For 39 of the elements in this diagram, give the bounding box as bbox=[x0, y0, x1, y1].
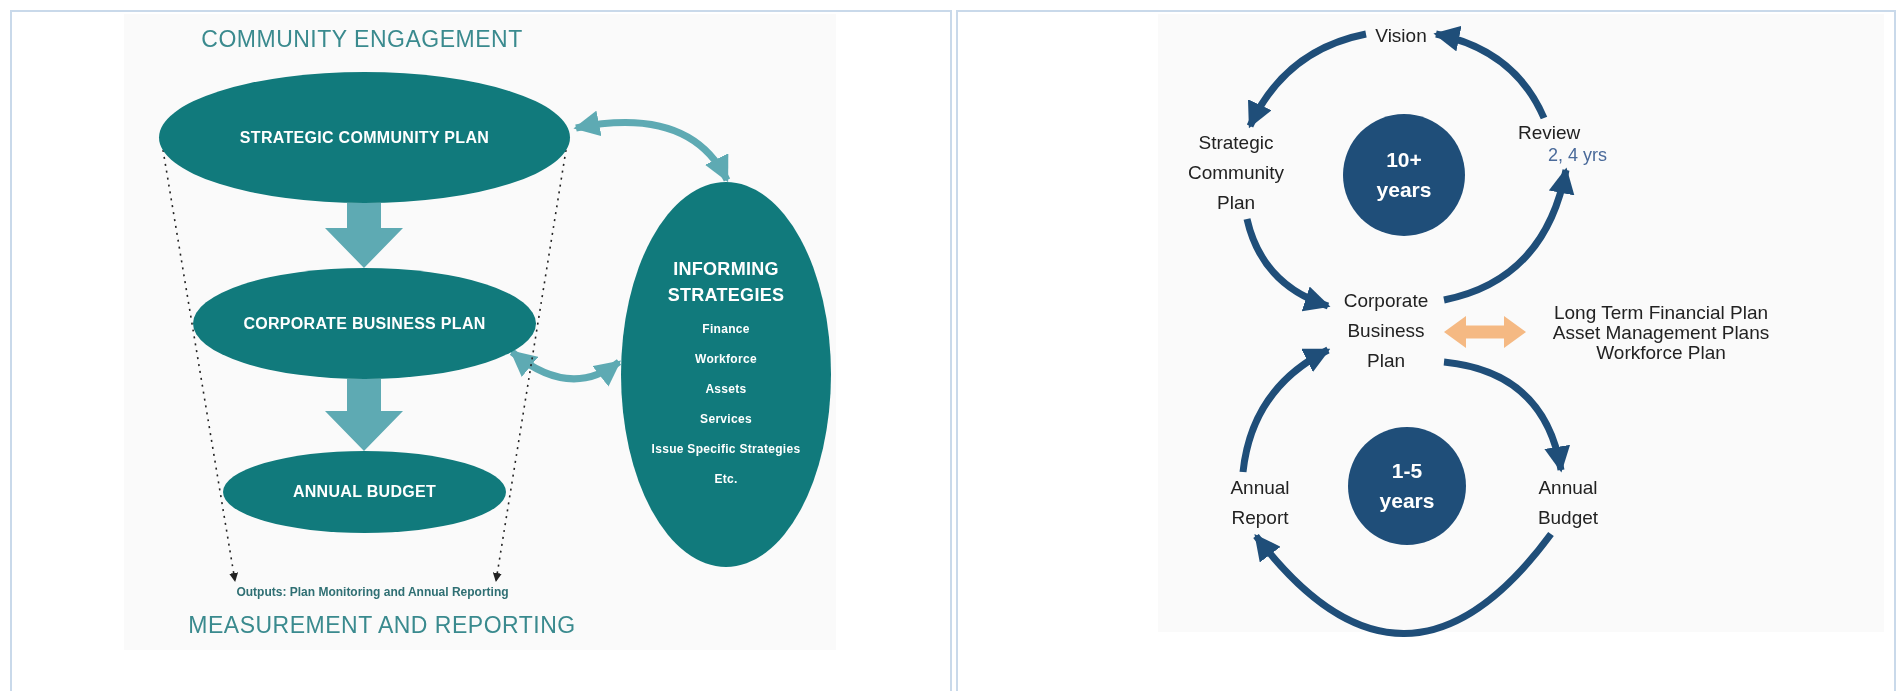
strategy-item: Etc. bbox=[714, 470, 738, 488]
curved-arrow bbox=[509, 349, 622, 387]
block-arrow bbox=[325, 379, 403, 451]
ellipse-label: CORPORATE BUSINESS PLAN bbox=[243, 313, 486, 334]
curved-arrow bbox=[1443, 358, 1569, 473]
review-interval: 2, 4 yrs bbox=[1547, 144, 1608, 166]
cycle-step-label: Annual Budget bbox=[1536, 476, 1600, 530]
curved-arrow bbox=[1253, 531, 1554, 637]
curved-arrow bbox=[1246, 30, 1367, 129]
block-arrow bbox=[1444, 316, 1526, 348]
strategy-item: Workforce bbox=[695, 350, 757, 368]
ellipse-label: STRATEGIC COMMUNITY PLAN bbox=[239, 127, 490, 148]
curved-arrow bbox=[1243, 218, 1331, 311]
cycle-step-label: Annual Report bbox=[1229, 476, 1291, 530]
strategy-item: Issue Specific Strategies bbox=[651, 440, 801, 458]
curved-arrow bbox=[1433, 26, 1548, 120]
cycle-step-label: Vision bbox=[1375, 24, 1427, 48]
strategy-item: Services bbox=[700, 410, 752, 428]
strategy-item: Finance bbox=[702, 320, 750, 338]
dotted-arrow bbox=[492, 149, 567, 582]
strategy-item: Assets bbox=[705, 380, 747, 398]
period-label: 1-5 years bbox=[1378, 458, 1436, 514]
curved-arrow bbox=[1443, 167, 1574, 304]
curved-arrow bbox=[1239, 346, 1331, 473]
cycle-step-label: Review bbox=[1518, 122, 1581, 144]
ellipse-label: ANNUAL BUDGET bbox=[292, 482, 437, 502]
section-heading: MEASUREMENT AND REPORTING bbox=[188, 612, 576, 639]
outputs-note: Outputs: Plan Monitoring and Annual Reporting bbox=[236, 585, 509, 599]
curved-arrow bbox=[573, 111, 731, 183]
related-plan-label: Asset Management Plans bbox=[1552, 323, 1770, 343]
cycle-step-label: Corporate Business Plan bbox=[1342, 289, 1430, 373]
period-label: 10+ years bbox=[1375, 147, 1433, 203]
dotted-arrow bbox=[162, 149, 239, 582]
ellipse-heading: INFORMING STRATEGIES bbox=[666, 257, 786, 307]
block-arrow bbox=[325, 203, 403, 268]
related-plan-label: Workforce Plan bbox=[1596, 343, 1726, 363]
related-plan-label: Long Term Financial Plan bbox=[1553, 303, 1768, 323]
cycle-step-label: Strategic Community Plan bbox=[1186, 131, 1286, 215]
section-heading: COMMUNITY ENGAGEMENT bbox=[201, 26, 523, 53]
